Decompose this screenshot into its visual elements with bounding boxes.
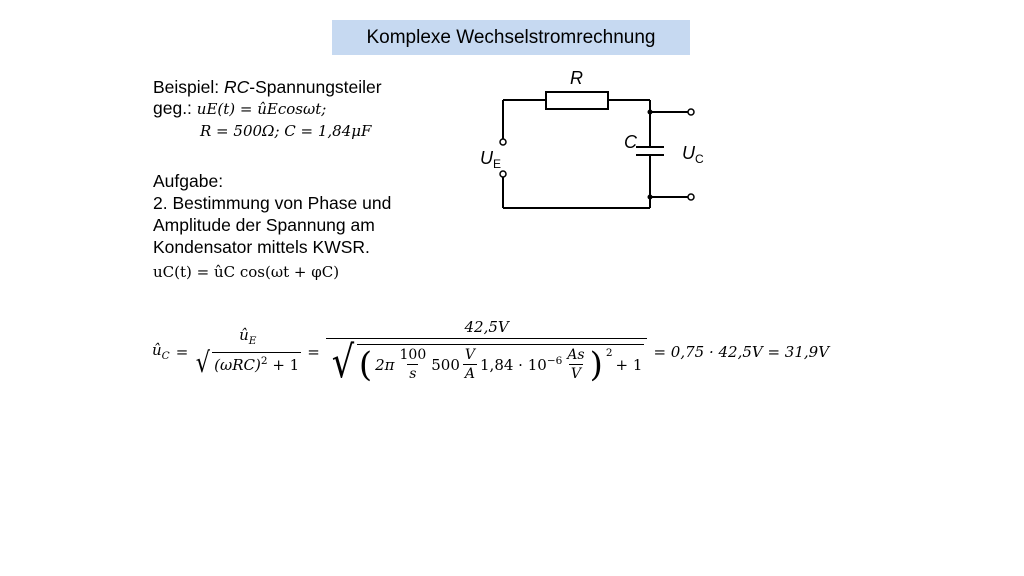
input-voltage-label: UE (480, 148, 501, 171)
output-terminal-top (687, 108, 695, 116)
example-line: Beispiel: RC-Spannungsteiler (153, 77, 382, 98)
example-prefix: Beispiel: (153, 77, 225, 97)
formula-fraction-1: ûE √(ωRC)2 + 1 (196, 326, 302, 379)
formula-lhs: ûC (152, 341, 170, 362)
given-prefix: geg.: (153, 98, 197, 118)
task-line-4: uC(t) = ûC cos(ωt + φC) (153, 263, 340, 281)
output-terminal-bottom (687, 193, 695, 201)
example-suffix: -Spannungsteiler (249, 77, 382, 97)
resistor-symbol (545, 91, 609, 110)
input-terminal-top (499, 138, 507, 146)
input-terminal-bottom (499, 170, 507, 178)
formula-eq-1: = (175, 342, 189, 361)
rc-circuit-diagram: R C UE UC (480, 68, 704, 209)
node-top (647, 109, 653, 115)
example-rc: RC (224, 77, 250, 97)
output-voltage-label: UC (682, 143, 704, 166)
given-values: R = 500Ω; C = 1,84μF (200, 122, 372, 140)
node-bottom (647, 194, 653, 200)
task-line-3: Kondensator mittels KWSR. (153, 237, 370, 257)
slide-title: Komplexe Wechselstromrechnung (332, 20, 690, 55)
given-equation: uE(t) = ûEcosωt; (196, 100, 327, 118)
task-heading: Aufgabe: (153, 171, 224, 191)
formula-result: = 0,75 · 42,5V = 31,9V (653, 342, 830, 361)
task-line-2: Amplitude der Spannung am (153, 215, 375, 235)
formula-eq-2: = (307, 342, 320, 361)
resistor-label: R (570, 68, 583, 88)
given-line: geg.: uE(t) = ûEcosωt; (153, 98, 326, 120)
capacitor-label: C (624, 132, 638, 152)
task-line-1: 2. Bestimmung von Phase und (153, 193, 392, 213)
